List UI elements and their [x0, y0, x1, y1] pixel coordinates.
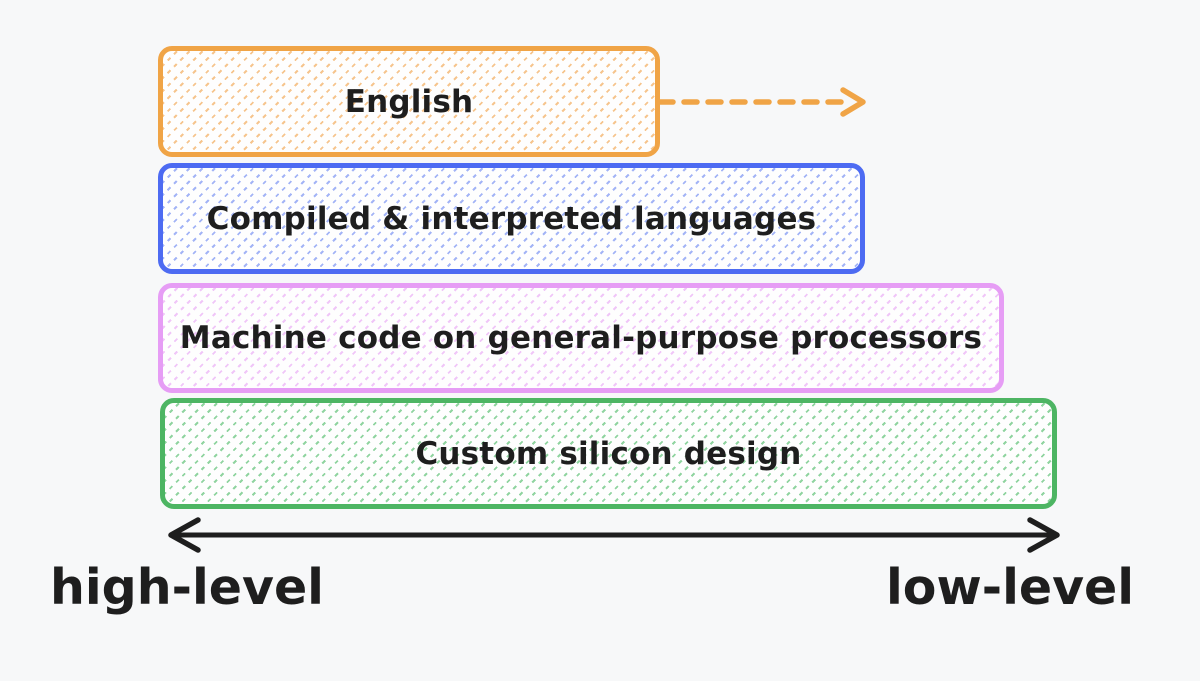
box-machine-code-label: Machine code on general-purpose processo… [179, 320, 983, 356]
box-compiled-interpreted-languages-label: Compiled & interpreted languages [206, 200, 817, 237]
axis-double-arrow-icon [162, 514, 1062, 556]
box-english: English [158, 46, 660, 157]
dashed-arrow-icon [655, 82, 870, 122]
axis-label-high-level: high-level [50, 559, 324, 616]
axis-label-low-level: low-level [886, 559, 1135, 616]
box-custom-silicon-design: Custom silicon design [160, 398, 1057, 509]
box-custom-silicon-design-label: Custom silicon design [415, 435, 802, 472]
box-english-label: English [344, 83, 474, 120]
box-compiled-interpreted-languages: Compiled & interpreted languages [158, 163, 865, 274]
box-machine-code: Machine code on general-purpose processo… [158, 283, 1004, 393]
